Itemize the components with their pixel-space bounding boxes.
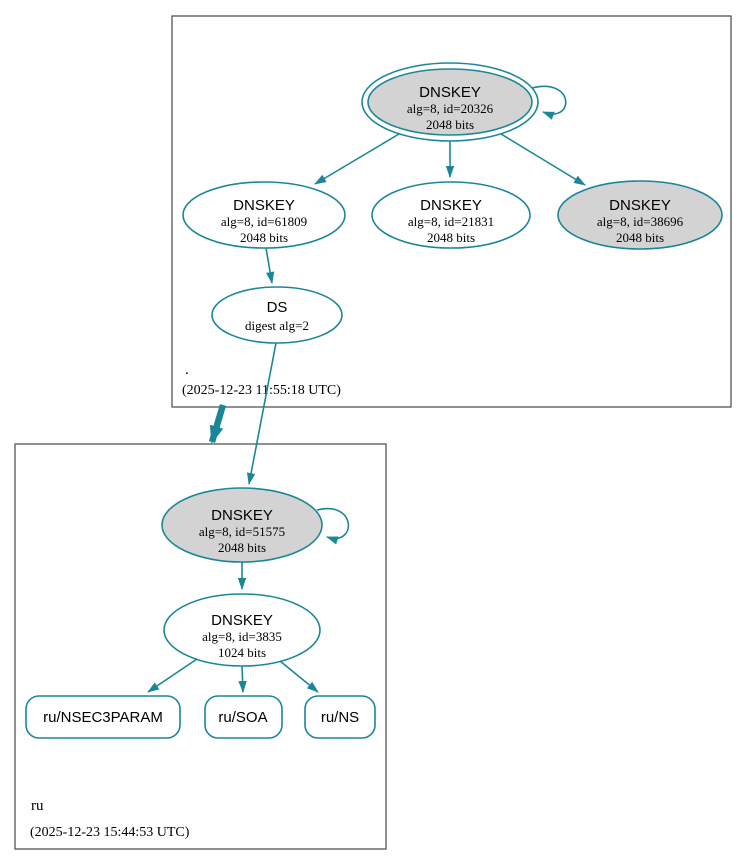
node-bits: 2048 bits bbox=[240, 230, 288, 245]
node-bits: 2048 bits bbox=[616, 230, 664, 245]
node-dnskey-21831: DNSKEY alg=8, id=21831 2048 bits bbox=[371, 181, 531, 249]
zone-timestamp-root: (2025-12-23 11:55:18 UTC) bbox=[182, 383, 341, 398]
node-alg: alg=8, id=51575 bbox=[199, 524, 285, 539]
edge-ds-to-51575 bbox=[246, 342, 277, 485]
rrset-label: ru/NS bbox=[321, 709, 359, 726]
node-ds-root: DS digest alg=2 bbox=[211, 286, 343, 344]
edge-3835-to-nsec3param bbox=[147, 658, 198, 693]
node-alg: alg=8, id=61809 bbox=[221, 214, 307, 229]
edge-selfsign-51575 bbox=[316, 507, 350, 545]
node-digest: digest alg=2 bbox=[245, 318, 309, 333]
node-title: DNSKEY bbox=[233, 197, 295, 214]
node-alg: alg=8, id=21831 bbox=[408, 214, 494, 229]
zone-label-root: . bbox=[185, 362, 189, 378]
node-bits: 2048 bits bbox=[218, 540, 266, 555]
rrset-label: ru/SOA bbox=[218, 709, 267, 726]
node-dnskey-61809: DNSKEY alg=8, id=61809 2048 bits bbox=[182, 181, 346, 249]
edge-20326-to-38696 bbox=[500, 133, 586, 186]
node-dnskey-51575: DNSKEY alg=8, id=51575 2048 bits bbox=[161, 487, 350, 563]
zone-label-ru: ru bbox=[31, 798, 44, 814]
edge-delegation-root-to-ru bbox=[208, 404, 227, 444]
zone-timestamp-ru: (2025-12-23 15:44:53 UTC) bbox=[30, 825, 190, 840]
node-rrset-nsec3param: ru/NSEC3PARAM bbox=[25, 695, 181, 739]
node-alg: alg=8, id=38696 bbox=[597, 214, 684, 229]
node-bits: 1024 bits bbox=[218, 645, 266, 660]
rrset-label: ru/NSEC3PARAM bbox=[43, 709, 163, 726]
node-alg: alg=8, id=20326 bbox=[407, 101, 494, 116]
node-bits: 2048 bits bbox=[426, 117, 474, 132]
node-title: DNSKEY bbox=[420, 197, 482, 214]
edge-3835-to-soa bbox=[238, 665, 247, 693]
node-dnskey-38696: DNSKEY alg=8, id=38696 2048 bits bbox=[557, 180, 723, 250]
node-title: DNSKEY bbox=[609, 197, 671, 214]
node-title: DNSKEY bbox=[211, 507, 273, 524]
edge-selfsign-20326 bbox=[531, 85, 567, 120]
node-alg: alg=8, id=3835 bbox=[202, 629, 282, 644]
node-dnskey-3835: DNSKEY alg=8, id=3835 1024 bits bbox=[163, 593, 321, 667]
node-title: DNSKEY bbox=[419, 84, 481, 101]
node-title: DNSKEY bbox=[211, 612, 273, 629]
node-bits: 2048 bits bbox=[427, 230, 475, 245]
edge-61809-to-ds bbox=[265, 247, 275, 284]
node-rrset-soa: ru/SOA bbox=[204, 695, 283, 739]
node-title: DS bbox=[267, 299, 288, 316]
edge-3835-to-ns bbox=[279, 660, 319, 693]
edge-20326-to-61809 bbox=[314, 133, 400, 185]
node-rrset-ns: ru/NS bbox=[304, 695, 376, 739]
